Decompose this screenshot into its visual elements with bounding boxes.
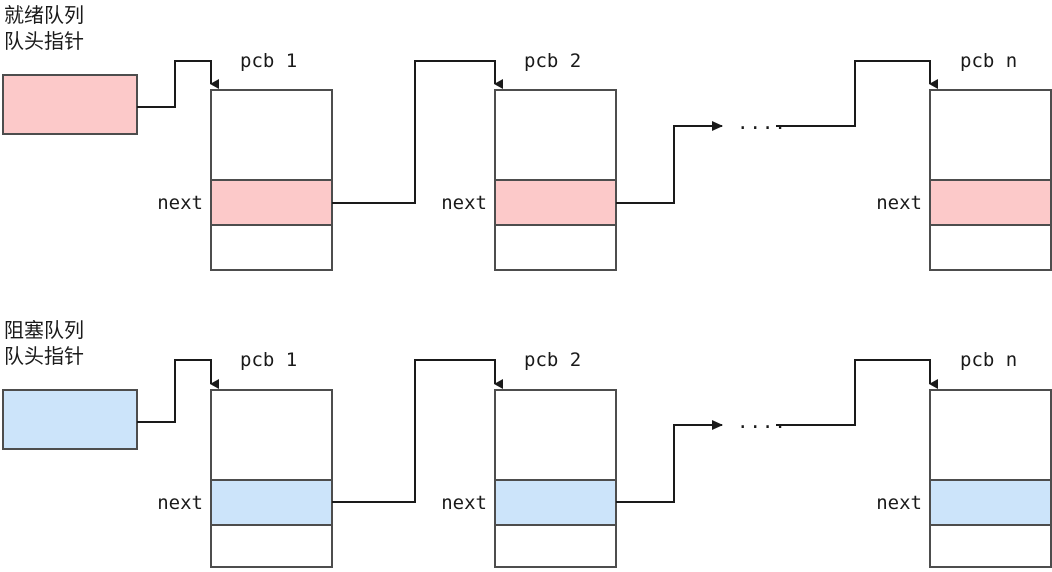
ready-connector-ellipsis-to-pcbn: [776, 60, 938, 127]
blocked-connector-ellipsis-to-pcbn: [776, 359, 938, 426]
blocked-node-pcbn: [929, 389, 1052, 568]
ready-pcb2-next-label: next: [441, 192, 487, 214]
ready-node-pcb2: [494, 89, 617, 271]
blocked-pcb1-next-label: next: [157, 492, 203, 514]
blocked-pcb2-title: pcb 2: [524, 349, 582, 371]
blocked-connector-head-to-pcb1: [137, 359, 219, 423]
blocked-pcbn-next-field: [929, 479, 1052, 526]
blocked-pcb2-next-field: [494, 479, 617, 526]
blocked-connector-pcb2-to-ellipsis: [616, 420, 723, 503]
blocked-pcb1-title: pcb 1: [240, 349, 298, 371]
ready-head-pointer-box: [2, 74, 138, 135]
blocked-queue-head-label-line1: 阻塞队列: [4, 318, 84, 342]
blocked-head-pointer-box: [2, 389, 138, 450]
ready-node-pcbn: [929, 89, 1052, 271]
ready-pcb1-title: pcb 1: [240, 50, 298, 72]
ready-pcbn-next-label: next: [876, 192, 922, 214]
ready-pcb2-next-field: [494, 179, 617, 226]
blocked-connector-pcb1-to-pcb2: [332, 359, 503, 503]
ready-ellipsis: ....: [737, 112, 787, 134]
ready-connector-pcb2-to-ellipsis: [616, 121, 723, 204]
blocked-pcb2-next-label: next: [441, 492, 487, 514]
blocked-pcbn-title: pcb n: [960, 349, 1018, 371]
ready-pcb1-next-field: [210, 179, 333, 226]
blocked-pcb1-next-field: [210, 479, 333, 526]
ready-queue-head-label-line2: 队头指针: [4, 29, 84, 53]
ready-connector-pcb1-to-pcb2: [332, 60, 503, 204]
ready-pcbn-next-field: [929, 179, 1052, 226]
ready-node-pcb1: [210, 89, 333, 271]
ready-connector-head-to-pcb1: [137, 60, 219, 108]
blocked-pcbn-next-label: next: [876, 492, 922, 514]
blocked-queue-head-label-line2: 队头指针: [4, 344, 84, 368]
blocked-node-pcb1: [210, 389, 333, 568]
ready-queue-row: [2, 60, 1052, 271]
ready-pcbn-title: pcb n: [960, 50, 1018, 72]
ready-queue-head-label-line1: 就绪队列: [4, 3, 84, 27]
blocked-node-pcb2: [494, 389, 617, 568]
ready-pcb1-next-label: next: [157, 192, 203, 214]
blocked-ellipsis: ....: [737, 411, 787, 433]
ready-pcb2-title: pcb 2: [524, 50, 582, 72]
blocked-queue-row: [2, 359, 1052, 568]
